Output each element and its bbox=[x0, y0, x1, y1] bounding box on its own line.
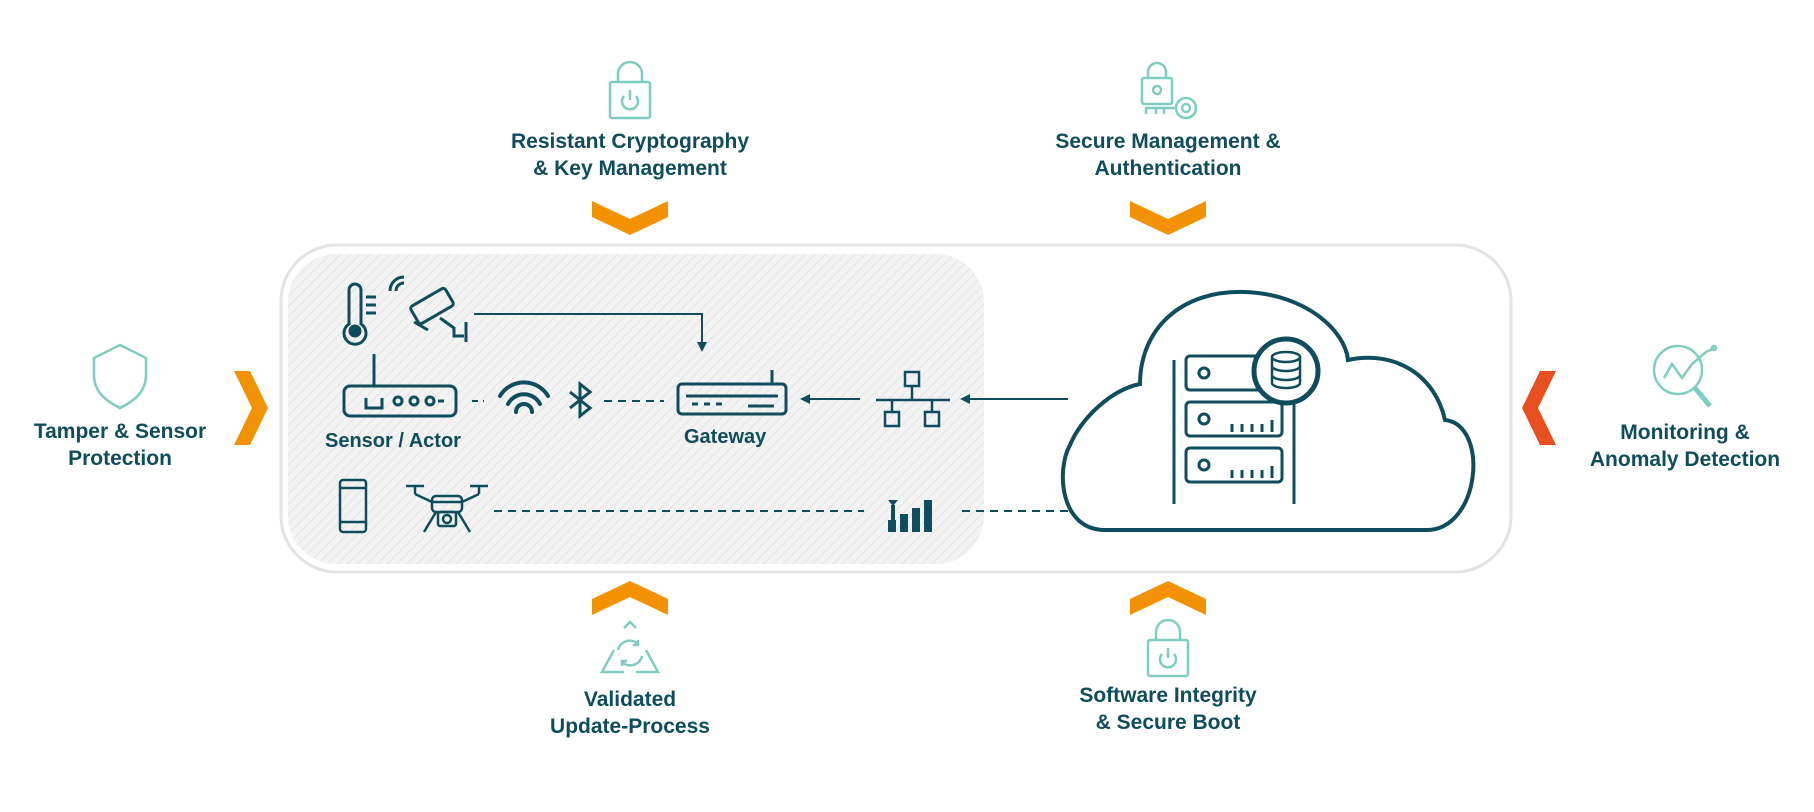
network-topology-icon bbox=[876, 370, 950, 428]
chevron-down-icon bbox=[592, 201, 668, 235]
drone-icon bbox=[406, 484, 488, 533]
pillar-software-integrity: Software Integrity& Secure Boot bbox=[1079, 684, 1257, 734]
chevron-down-icon bbox=[1130, 201, 1206, 235]
lock-and-key-icon bbox=[1140, 61, 1198, 120]
wifi-icon bbox=[498, 380, 550, 414]
thermometer-icon bbox=[342, 282, 376, 346]
sensor-actor-icon bbox=[342, 354, 458, 418]
pillar-resistant-cryptography: Resistant Cryptography& Key Management bbox=[510, 130, 750, 180]
gateway-icon bbox=[676, 370, 788, 416]
database-icon bbox=[1251, 336, 1321, 406]
edge-zone bbox=[288, 254, 984, 564]
gateway-label: Gateway bbox=[684, 426, 767, 448]
magnifier-graph-icon bbox=[1652, 344, 1718, 408]
smartphone-icon bbox=[338, 478, 368, 534]
chevron-right-icon bbox=[234, 371, 268, 445]
cctv-camera-icon bbox=[388, 275, 468, 342]
pillar-secure-management: Secure Management &Authentication bbox=[1055, 130, 1281, 180]
chevron-up-icon bbox=[1130, 581, 1206, 615]
shield-icon bbox=[92, 343, 148, 410]
chevron-left-icon bbox=[1522, 371, 1556, 445]
cellular-signal-icon bbox=[888, 500, 932, 532]
camera-to-gateway-arrow bbox=[474, 313, 707, 352]
recycle-triangle-icon bbox=[599, 620, 661, 674]
padlock-power-icon bbox=[1146, 618, 1190, 678]
cloud-icon bbox=[1060, 289, 1476, 533]
pillar-monitoring: Monitoring &Anomaly Detection bbox=[1589, 421, 1781, 471]
chevron-up-icon bbox=[592, 581, 668, 615]
padlock-power-icon bbox=[608, 60, 652, 120]
bluetooth-icon bbox=[569, 380, 593, 420]
sensor-actor-label: Sensor / Actor bbox=[325, 430, 461, 452]
